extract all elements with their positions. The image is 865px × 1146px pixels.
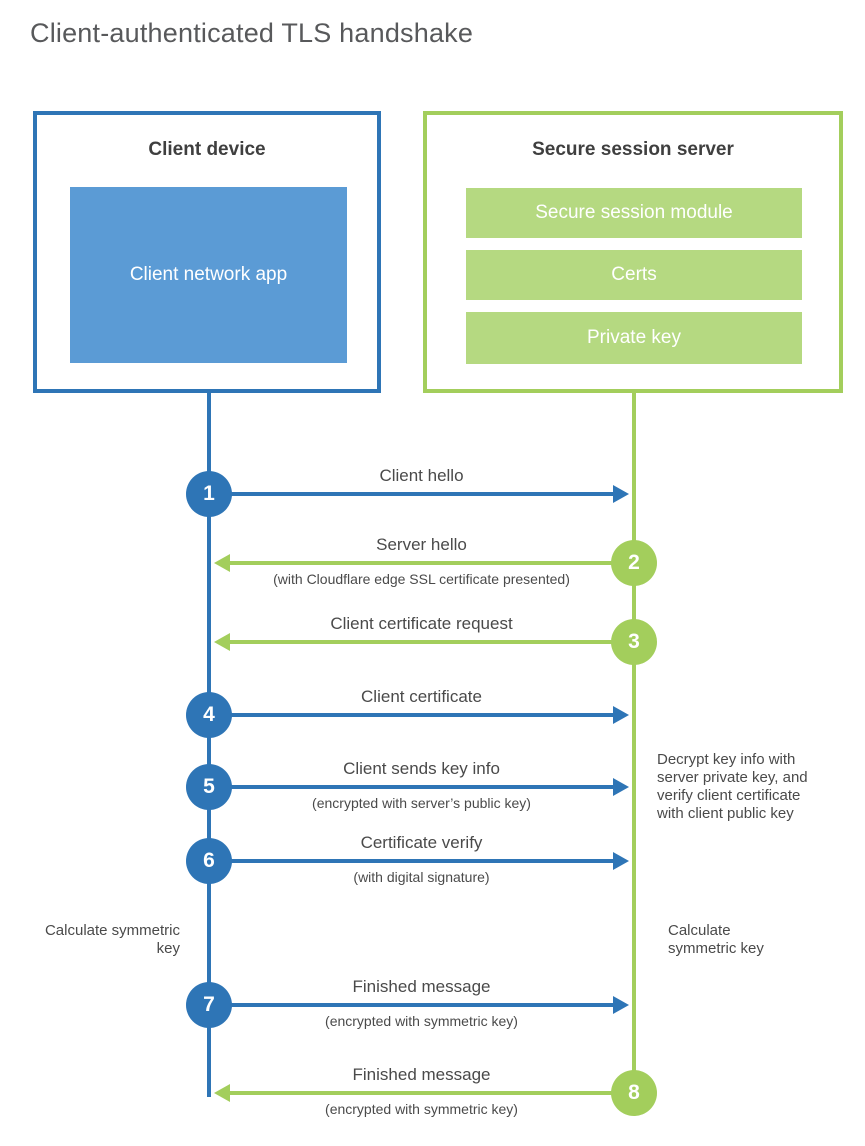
server-module-secure-session: Secure session module: [466, 188, 802, 238]
step-6-label: Certificate verify: [360, 833, 483, 852]
server-module-label: Secure session module: [535, 202, 733, 223]
step-1-badge: 1: [186, 471, 232, 517]
server-module-label: Private key: [587, 327, 681, 348]
client-network-app-label: Client network app: [129, 264, 288, 285]
step-3-label: Client certificate request: [330, 614, 513, 633]
step-5-badge: 5: [186, 764, 232, 810]
step-7-label: Finished message: [352, 977, 491, 996]
step-6-arrow-right: [209, 852, 629, 870]
step-2-label: Server hello: [376, 535, 467, 554]
secure-session-server-title: Secure session server: [532, 139, 734, 160]
page-title: Client-authenticated TLS handshake: [30, 18, 474, 48]
step-4-label: Client certificate: [361, 687, 482, 706]
step-8-badge: 8: [611, 1070, 657, 1116]
arrowhead-left-icon: [214, 1084, 230, 1102]
step-5-label: Client sends key info: [343, 759, 500, 778]
step-7-badge: 7: [186, 982, 232, 1028]
arrowhead-right-icon: [613, 778, 629, 796]
arrowhead-right-icon: [613, 706, 629, 724]
calculate-symmetric-key-left: Calculate symmetric key: [44, 922, 180, 957]
client-network-app-box: Client network app: [70, 187, 347, 363]
step-7-arrow-right: [209, 996, 629, 1014]
step-2-subtitle: (with Cloudflare edge SSL certificate pr…: [273, 571, 570, 587]
step-2-arrow-left: [214, 554, 634, 572]
arrowhead-right-icon: [613, 852, 629, 870]
step-1-arrow-right: [209, 485, 629, 503]
step-8-subtitle: (encrypted with symmetric key): [325, 1101, 518, 1117]
step-1-label: Client hello: [379, 466, 464, 485]
step-7-subtitle: (encrypted with symmetric key): [325, 1013, 518, 1029]
step-8-label: Finished message: [352, 1065, 491, 1084]
arrowhead-left-icon: [214, 633, 230, 651]
step-8-arrow-left: [214, 1084, 634, 1102]
server-lifeline: [632, 391, 636, 1095]
arrowhead-left-icon: [214, 554, 230, 572]
server-module-private-key: Private key: [466, 312, 802, 364]
step-6-subtitle: (with digital signature): [353, 869, 490, 885]
step-4-arrow-right: [209, 706, 629, 724]
step-4-badge: 4: [186, 692, 232, 738]
arrowhead-right-icon: [613, 485, 629, 503]
client-device-title: Client device: [148, 139, 266, 160]
decrypt-key-note: Decrypt key info with server private key…: [657, 751, 808, 822]
step-6-badge: 6: [186, 838, 232, 884]
step-3-badge: 3: [611, 619, 657, 665]
calculate-symmetric-key-right: Calculate symmetric key: [668, 922, 764, 957]
step-3-arrow-left: [214, 633, 634, 651]
step-2-badge: 2: [611, 540, 657, 586]
server-module-certs: Certs: [466, 250, 802, 300]
arrowhead-right-icon: [613, 996, 629, 1014]
client-lifeline: [207, 391, 211, 1097]
server-module-label: Certs: [611, 264, 657, 285]
client-device-box: Client device Client network app: [33, 111, 381, 393]
secure-session-server-box: Secure session server Secure session mod…: [423, 111, 843, 393]
step-5-subtitle: (encrypted with server’s public key): [312, 795, 531, 811]
step-5-arrow-right: [209, 778, 629, 796]
